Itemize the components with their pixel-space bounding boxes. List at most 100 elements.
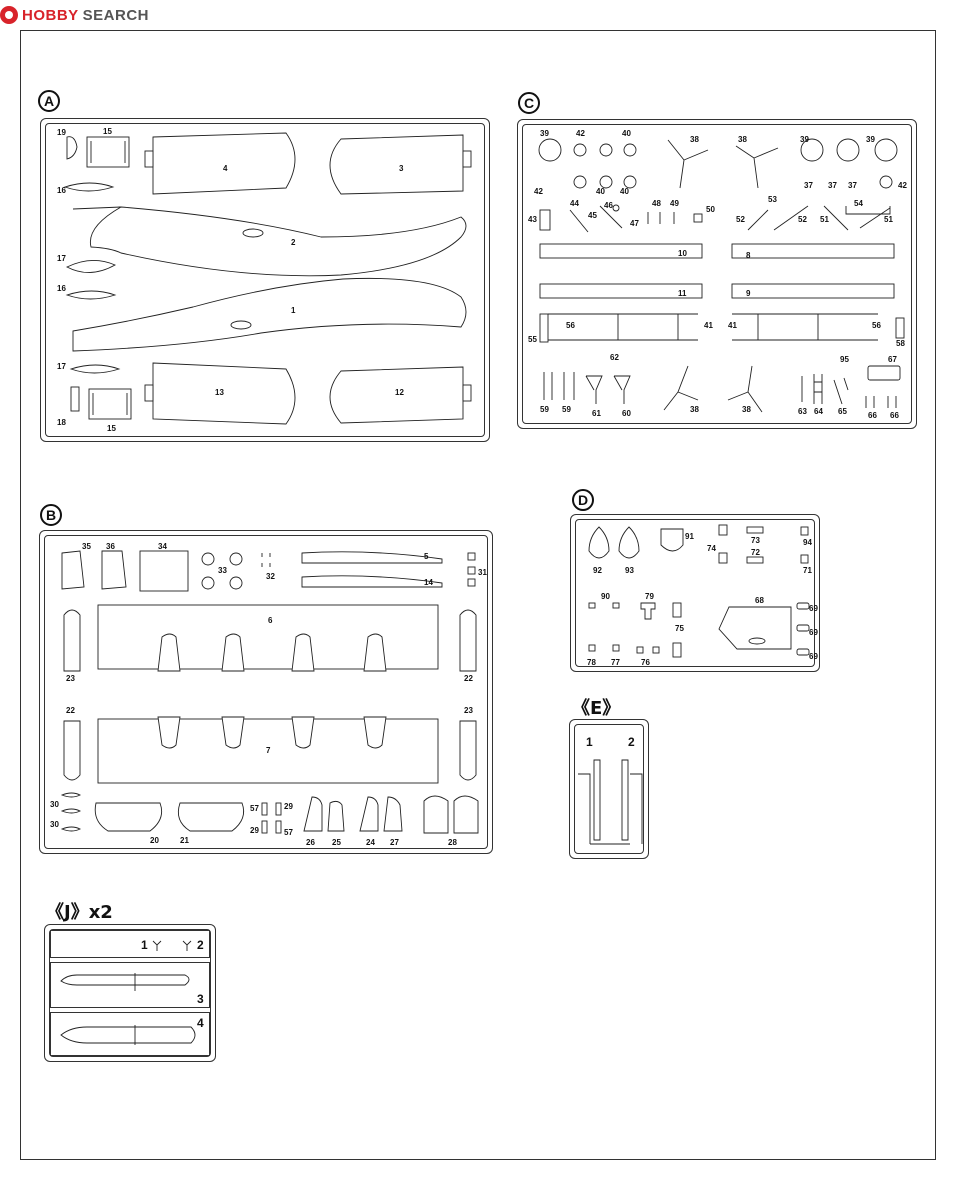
label-c-39c: 39: [866, 135, 875, 144]
label-c-64: 64: [814, 407, 823, 416]
sprue-j-title: 《J》x2: [46, 902, 113, 923]
sprue-b-parts: 35 36 34 33 32 5 14 31 6 23 22 7 22 23 3…: [50, 542, 487, 847]
label-c-10: 10: [678, 249, 687, 258]
label-c-54: 54: [854, 199, 863, 208]
label-c-8: 8: [746, 251, 751, 260]
sprue-e: 1 2: [569, 719, 649, 859]
label-a-12: 12: [395, 388, 404, 397]
sprue-j-row-3-parts: 4: [60, 1016, 204, 1045]
label-a-17b: 17: [57, 362, 66, 371]
label-d-73: 73: [751, 536, 760, 545]
label-c-38: 38: [690, 135, 699, 144]
label-c-52b: 52: [798, 215, 807, 224]
part-18: [70, 386, 80, 412]
label-d-71: 71: [803, 566, 812, 575]
label-b-29b: 29: [250, 826, 259, 835]
label-c-62: 62: [610, 353, 619, 362]
label-c-63: 63: [798, 407, 807, 416]
label-a-18: 18: [57, 418, 66, 427]
diagram-frame: [20, 30, 936, 1160]
label-c-40: 40: [622, 129, 631, 138]
label-c-59: 59: [540, 405, 549, 414]
label-b-57b: 57: [284, 828, 293, 837]
label-a-3: 3: [399, 164, 404, 173]
label-b-35: 35: [82, 542, 91, 551]
label-d-75: 75: [675, 624, 684, 633]
label-b-32: 32: [266, 572, 275, 581]
label-d-69c: 69: [809, 652, 818, 661]
label-e-2: 2: [628, 735, 635, 749]
sprue-j: [44, 924, 216, 1062]
site-logo: HOBBY SEARCH: [0, 4, 149, 26]
label-c-37c: 37: [848, 181, 857, 190]
sprue-j-row-2: 3: [50, 962, 210, 1008]
label-c-39b: 39: [800, 135, 809, 144]
label-c-53: 53: [768, 195, 777, 204]
sprue-c-badge: C: [518, 92, 540, 114]
label-c-11: 11: [678, 289, 687, 298]
part-17b: [69, 364, 121, 374]
part-17: [65, 260, 117, 273]
label-c-40c: 40: [620, 187, 629, 196]
label-b-23: 23: [66, 674, 75, 683]
label-c-67: 67: [888, 355, 897, 364]
sprue-j-row-1-parts: 1 2: [141, 938, 204, 952]
part-13: [152, 362, 296, 425]
label-c-37: 37: [804, 181, 813, 190]
label-c-56b: 56: [872, 321, 881, 330]
label-c-51b: 51: [884, 215, 893, 224]
label-c-46: 46: [604, 201, 613, 210]
part-12: [329, 366, 464, 424]
label-d-92: 92: [593, 566, 602, 575]
sprue-d-badge: D: [572, 489, 594, 511]
label-c-95: 95: [840, 355, 849, 364]
label-c-61: 61: [592, 409, 601, 418]
part-2: [72, 206, 467, 277]
label-c-51: 51: [820, 215, 829, 224]
label-a-15b: 15: [107, 424, 116, 433]
label-c-66: 66: [868, 411, 877, 420]
label-b-34: 34: [158, 542, 167, 551]
label-c-38b: 38: [738, 135, 747, 144]
part-15-bottom: [88, 388, 132, 420]
part-3: [329, 134, 464, 195]
sprue-a-badge: A: [38, 90, 60, 112]
sprue-b: 35 36 34 33 32 5 14 31 6 23 22 7 22 23 3…: [39, 530, 493, 854]
label-c-59b: 59: [562, 405, 571, 414]
label-c-56: 56: [566, 321, 575, 330]
label-c-41: 41: [704, 321, 713, 330]
label-c-65: 65: [838, 407, 847, 416]
label-c-38c: 38: [690, 405, 699, 414]
label-d-78: 78: [587, 658, 596, 667]
label-b-7: 7: [266, 746, 271, 755]
label-d-79: 79: [645, 592, 654, 601]
label-c-50: 50: [706, 205, 715, 214]
label-b-24: 24: [366, 838, 375, 847]
label-a-17: 17: [57, 254, 66, 263]
label-c-9: 9: [746, 289, 751, 298]
label-a-16: 16: [57, 186, 66, 195]
label-a-13: 13: [215, 388, 224, 397]
label-b-30b: 30: [50, 820, 59, 829]
label-c-40b: 40: [596, 187, 605, 196]
label-a-4: 4: [223, 164, 228, 173]
label-b-20: 20: [150, 836, 159, 845]
label-a-2: 2: [291, 238, 296, 247]
propeller-top-left: [667, 139, 709, 189]
propeller-bottom-left: [663, 365, 699, 411]
label-d-69: 69: [809, 604, 818, 613]
propeller-top-right: [735, 145, 779, 189]
sprue-j-row-3: 4: [50, 1012, 210, 1056]
label-c-42c: 42: [898, 181, 907, 190]
propeller-bottom-right: [727, 365, 763, 413]
label-d-72: 72: [751, 548, 760, 557]
label-c-47: 47: [630, 219, 639, 228]
label-b-5: 5: [424, 552, 429, 561]
label-b-6: 6: [268, 616, 273, 625]
sprue-e-parts: 1 2: [578, 735, 643, 845]
label-a-1: 1: [291, 306, 296, 315]
label-j-4: 4: [197, 1016, 204, 1030]
label-c-43: 43: [528, 215, 537, 224]
label-a-16b: 16: [57, 284, 66, 293]
label-c-41b: 41: [728, 321, 737, 330]
